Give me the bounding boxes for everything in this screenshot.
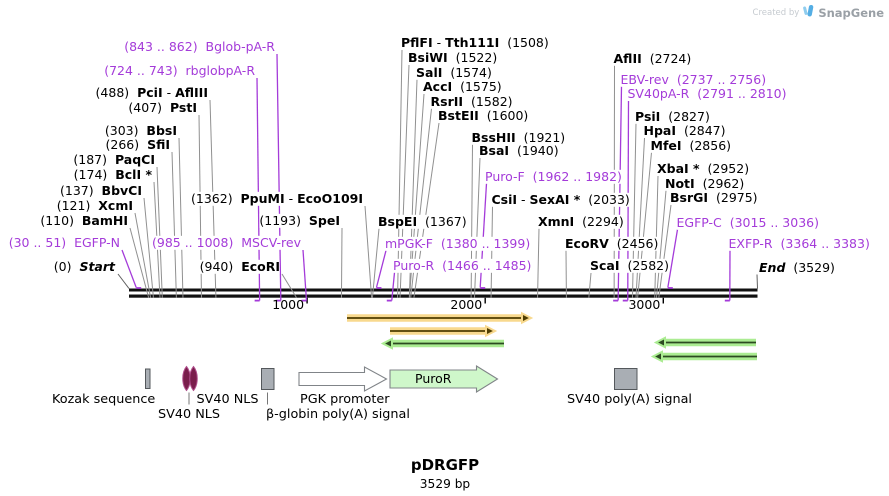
connector-site-csii-sexai [490, 206, 493, 298]
label-site-ecori[interactable]: (940) EcoRI [199, 258, 280, 275]
label-primer-mpgk-f[interactable]: mPGK-F (1380 .. 1399) [385, 235, 531, 251]
puror-arrow[interactable] [389, 365, 499, 393]
label-site-bsrgi[interactable]: BsrGI (2975) [670, 189, 758, 206]
sequence-line-top [129, 288, 758, 292]
orf-arrow-orange-1-head[interactable] [521, 311, 534, 325]
connector-site-bamhi [129, 227, 150, 298]
watermark-brand-text: SnapGene [818, 5, 884, 20]
label-primer-puro-f[interactable]: Puro-F (1962 .. 1982) [485, 168, 622, 184]
label-site-acci[interactable]: AccI (1575) [423, 78, 502, 95]
kozak-sequence-box[interactable] [145, 368, 151, 389]
label-site-bbsi[interactable]: (303) BbsI [104, 122, 177, 139]
label-site-bamhi[interactable]: (110) BamHI [40, 212, 128, 229]
connector-site-mfei [637, 152, 652, 298]
label-site-hpai[interactable]: HpaI (2847) [643, 122, 726, 139]
orf-arrow-green-1-head[interactable] [380, 337, 393, 350]
connector-primer-mpgk-f [375, 250, 387, 288]
plasmid-title-block: pDRGFP 3529 bp [411, 456, 479, 491]
label-site-rsrii[interactable]: RsrII (1582) [430, 93, 513, 109]
label-site-mfei[interactable]: MfeI (2856) [650, 137, 732, 153]
sv40-polya-box[interactable] [614, 368, 638, 390]
label-site-bsshii[interactable]: BssHII (1921) [471, 129, 566, 145]
sequence-line-bottom [129, 294, 758, 298]
label-site-bcli[interactable]: (174) BclI * [73, 166, 152, 183]
orf-arrow-green-3-head[interactable] [650, 350, 663, 363]
label-site-sali[interactable]: SalI (1574) [416, 64, 492, 80]
label-primer-rbglobpa-r[interactable]: (724 .. 743) rbglobpA-R [104, 62, 255, 79]
connector-start-terminal [117, 273, 130, 289]
label-site-ecorv[interactable]: EcoRV (2456) [565, 235, 659, 251]
sv40-nls-lens-1[interactable] [182, 365, 191, 392]
sv40-nls-lens-2[interactable] [189, 365, 198, 392]
connector-site-bsrgi [658, 204, 672, 298]
label-site-sfii[interactable]: (266) SfiI [105, 136, 170, 153]
snapgene-watermark: Created by SnapGene [753, 3, 884, 22]
label-site-xcmi[interactable]: (121) XcmI [56, 197, 133, 214]
label-primer-egfp-c[interactable]: EGFP-C (3015 .. 3036) [676, 214, 819, 230]
connector-site-bsshii [470, 144, 473, 298]
label-site-noti[interactable]: NotI (2962) [665, 175, 745, 191]
connector-primer-puro-r [391, 272, 396, 301]
label-site-bbvci[interactable]: (137) BbvCI [59, 182, 142, 199]
orf-arrow-orange-2-head[interactable] [485, 324, 498, 338]
connector-site-xmni [537, 228, 540, 298]
plasmid-name: pDRGFP [410, 456, 480, 474]
connector-site-bbsi [178, 137, 184, 298]
label-primer-bglob-pa-r[interactable]: (843 .. 862) Bglob-pA-R [124, 38, 275, 55]
label-site-xmni[interactable]: XmnI (2294) [538, 213, 624, 229]
connector-primer-egfp-c [667, 229, 679, 288]
label-site-bsteii[interactable]: BstEII (1600) [438, 107, 529, 124]
label-site-csii-sexai[interactable]: CsiI - SexAI * (2033) [491, 191, 630, 207]
label-primer-puro-r[interactable]: Puro-R (1466 .. 1485) [393, 257, 532, 273]
label-site-bsiwi[interactable]: BsiWI (1522) [408, 49, 498, 66]
label-site-bspei[interactable]: BspEI (1367) [378, 213, 467, 229]
connector-end-terminal [756, 274, 758, 289]
connector-site-ecori [281, 273, 297, 298]
connector-site-scai [588, 272, 592, 298]
label-site-bsai[interactable]: BsaI (1940) [479, 142, 559, 159]
connector-primer-egfp-n [121, 249, 137, 288]
beta-globin-polya-box[interactable] [261, 368, 275, 390]
connector-site-spei [340, 227, 343, 298]
connector-primer-mscv-rev [302, 249, 308, 301]
label-primer-mscv-rev[interactable]: (985 .. 1008) MSCV-rev [152, 234, 301, 251]
label-primer-sv40pa-r[interactable]: SV40pA-R (2791 .. 2810) [627, 85, 787, 102]
label-site-psii[interactable]: PsiI (2827) [635, 108, 710, 124]
label-site-ppumi-ecoo109i[interactable]: (1362) PpuMI - EcoO109I [191, 190, 363, 207]
watermark-created-by-text: Created by [752, 7, 800, 18]
label-site-aflii[interactable]: AflII (2724) [613, 50, 692, 66]
connector-primer-bglob-pa-r [276, 53, 282, 301]
label-start-terminal[interactable]: (0) Start [53, 258, 115, 275]
plasmid-size: 3529 bp [419, 477, 471, 491]
label-primer-ebv-rev[interactable]: EBV-rev (2737 .. 2756) [620, 71, 767, 87]
connector-site-sfii [171, 151, 177, 298]
label-primer-egfp-n[interactable]: (30 .. 51) EGFP-N [8, 234, 120, 251]
connector-site-xcmi [134, 212, 152, 298]
label-primer-exfp-r[interactable]: EXFP-R (3364 .. 3383) [728, 235, 870, 251]
label-site-scai[interactable]: ScaI (2582) [590, 257, 670, 274]
connector-site-ppumi-ecoo109i [364, 205, 373, 298]
connector-site-noti [656, 190, 667, 298]
snapgene-logo-icon [803, 3, 814, 22]
orf-arrow-green-2-head[interactable] [653, 336, 666, 349]
connector-site-bbvci [143, 197, 154, 298]
connector-site-bsai [474, 157, 481, 298]
connector-site-bspei [371, 228, 380, 298]
connector-site-pflfi-tth111i [397, 49, 403, 298]
label-site-spei[interactable]: (1193) SpeI [259, 212, 340, 229]
label-site-psti[interactable]: (407) PstI [128, 99, 197, 116]
label-site-xbai[interactable]: XbaI * (2952) [657, 160, 750, 177]
label-site-pflfi-tth111i[interactable]: PflFI - Tth111I (1508) [401, 34, 549, 51]
label-end-terminal[interactable]: End (3529) [759, 259, 835, 275]
label-site-paqci[interactable]: (187) PaqCI [73, 151, 155, 168]
pgk-promoter-arrow[interactable] [298, 366, 388, 392]
connector-site-paqci [156, 166, 163, 298]
label-site-pcii-afliii[interactable]: (488) PciI - AflIII [95, 84, 208, 101]
